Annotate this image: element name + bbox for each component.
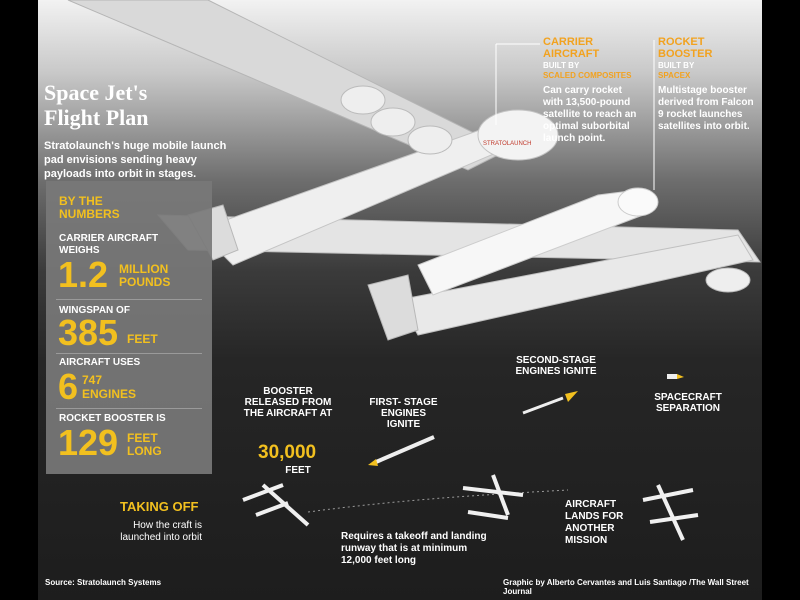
panel-heading: BY THE NUMBERS [59,194,120,221]
stat-unit-wingspan: FEET [127,332,158,346]
booster-description: Multistage booster derived from Falcon 9… [658,85,754,132]
carrier-built-by: BUILT BY [543,61,580,70]
booster-heading-2: BOOSTER [658,48,713,60]
stat-value-engines: 6 [58,366,79,407]
stat-value-booster: 129 [58,422,119,463]
booster-built-by: BUILT BY [658,61,695,70]
separation-label: SPACECRAFT SEPARATION [654,392,722,414]
takeoff-aircraft-icon [242,483,310,527]
divider [56,353,202,354]
booster-builder: SPACEX [658,71,691,80]
landing-aircraft-icon [642,484,699,541]
carrier-description: Can carry rocket with 13,500-pound satel… [543,85,637,144]
stat-label-weight: CARRIER AIRCRAFT WEIGHS [59,233,159,256]
stat-unit-weight: MILLION POUNDS [119,262,171,289]
booster-release-label: BOOSTER RELEASED FROM THE AIRCRAFT AT [243,386,333,419]
stat-label-booster: ROCKET BOOSTER IS [59,413,166,424]
stratolaunch-aircraft-illustration: STRATOLAUNCH [67,0,761,541]
first-stage-rocket-icon [368,435,435,466]
carrier-heading-1: CARRIER [543,36,594,48]
stratolaunch-logo: STRATOLAUNCH [483,141,531,147]
stat-value-weight: 1.2 [58,254,109,295]
page-title: Space Jet's Flight Plan [44,80,149,130]
stat-unit-booster: FEET LONG [127,431,162,458]
carrier-callout: CARRIER AIRCRAFT BUILT BY SCALED COMPOSI… [543,36,643,145]
credit-note: Graphic by Alberto Cervantes and Luis Sa… [503,578,749,596]
divider [56,408,202,409]
stat-label-engines: AIRCRAFT USES [59,357,141,368]
taking-off-subtitle: How the craft is launched into orbit [120,520,202,543]
by-the-numbers-panel: BY THE NUMBERS CARRIER AIRCRAFT WEIGHS 1… [46,181,212,474]
carrier-builder: SCALED COMPOSITES [543,71,632,80]
stat-value-wingspan: 385 [58,312,119,353]
stat-label-wingspan: WINGSPAN OF [59,305,130,316]
runway-note: Requires a takeoff and landing runway th… [341,531,487,566]
infographic-canvas: STRATOLAUNCH [38,0,762,600]
first-stage-label: FIRST- STAGE ENGINES IGNITE [369,397,438,430]
booster-heading-1: ROCKET [658,36,705,48]
taking-off-heading: TAKING OFF [120,499,199,514]
divider [56,299,202,300]
second-stage-rocket-icon [522,391,578,415]
second-stage-label: SECOND-STAGE ENGINES IGNITE [515,355,597,377]
intro-text: Stratolaunch's huge mobile launch pad en… [44,140,227,180]
source-note: Source: Stratolaunch Systems [45,578,162,587]
midflight-aircraft-icon [462,474,524,520]
landing-label: AIRCRAFT LANDS FOR ANOTHER MISSION [565,499,624,546]
release-altitude: 30,000 [258,442,317,463]
release-altitude-unit: FEET [285,465,311,476]
spacecraft-icon [667,374,684,379]
stat-unit-engines: ENGINES [82,387,137,401]
stat-value-747: 747 [82,373,103,387]
booster-callout: ROCKET BOOSTER BUILT BY SPACEX Multistag… [658,36,758,133]
carrier-heading-2: AIRCRAFT [543,48,600,60]
